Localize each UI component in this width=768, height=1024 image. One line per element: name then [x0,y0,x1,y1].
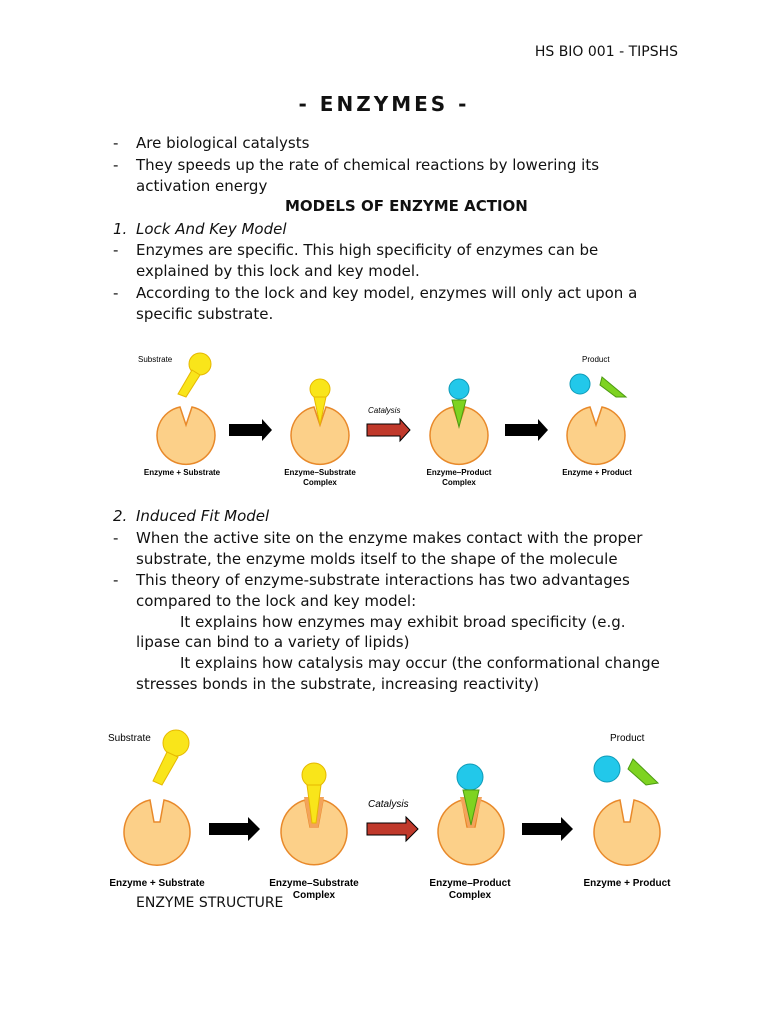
diagram-caption: Complex [442,478,476,487]
catalysis-label: Catalysis [368,799,409,810]
intro-item: Are biological catalysts [136,134,310,152]
advantage-line: It explains how catalysis may occur (the… [180,654,660,672]
diagram-caption: Enzyme + Product [584,878,672,889]
catalysis-arrow [366,815,419,843]
substrate-shape [306,784,322,824]
product-label: Product [610,733,645,744]
bullet-dash: - [113,571,119,589]
product-wedge [599,376,628,398]
model-bullet: When the active site on the enzyme makes… [136,529,643,568]
model-title: Induced Fit Model [136,507,270,525]
reaction-arrow [209,817,260,841]
substrate-shape [313,396,327,426]
page-title: - ENZYMES - [298,92,470,116]
enzyme-shape [437,799,505,866]
model-bullet: Enzymes are specific. This high specific… [136,241,599,280]
bullet-dash: - [113,241,119,259]
enzyme-shape [280,799,348,866]
model-bullet: According to the lock and key model, enz… [136,284,638,323]
enzyme-shape [290,406,350,466]
catalysis-arrow [366,417,411,443]
enzyme-shape [566,406,626,466]
product-circle [448,378,470,400]
intro-item: They speeds up the rate of chemical reac… [136,156,600,195]
diagram-caption: Enzyme + Substrate [109,878,205,889]
substrate-shape [309,378,331,400]
product-label: Product [582,355,610,364]
lock-and-key-diagram: Substrate Catalysis Product Enzyme + Sub… [138,352,632,487]
diagram-caption: Enzyme–Substrate [269,878,359,889]
product-circle [456,763,484,791]
substrate-shape [301,762,327,788]
diagram-caption: Complex [293,890,336,901]
product-wedge [451,399,467,429]
diagram-caption: Enzyme–Product [429,878,511,889]
diagram-caption: Complex [449,890,492,901]
document-header: HS BIO 001 - TIPSHS [534,44,678,60]
advantage-line: stresses bonds in the substrate, increas… [136,675,540,693]
product-circle [569,373,591,395]
enzyme-shape [123,799,191,866]
model-title: Lock And Key Model [136,220,287,238]
bullet-dash: - [113,284,119,302]
model-number: 1. [113,220,128,238]
reaction-arrow [505,419,548,441]
reaction-arrow [229,419,272,441]
diagram-caption: Enzyme + Substrate [144,468,221,477]
diagram-caption: Enzyme–Substrate [284,468,356,477]
enzyme-shape [156,406,216,466]
section-heading: MODELS OF ENZYME ACTION [285,197,528,215]
product-circle [593,755,621,783]
advantage-line: lipase can bind to a variety of lipids) [136,633,410,651]
figure-caption: ENZYME STRUCTURE [136,895,284,911]
diagram-caption: Enzyme–Product [427,468,492,477]
model-number: 2. [113,507,128,525]
induced-fit-diagram: Substrate Catalysis Product Enzyme + Sub… [108,729,672,901]
bullet-dash: - [113,134,119,152]
product-wedge [462,789,480,826]
advantage-line: It explains how enzymes may exhibit broa… [180,613,626,631]
diagram-caption: Complex [303,478,337,487]
catalysis-label: Catalysis [368,406,400,415]
substrate-label: Substrate [108,733,151,744]
enzyme-shape [429,406,489,466]
bullet-dash: - [113,156,119,174]
bullet-dash: - [113,529,119,547]
substrate-shape [177,352,212,398]
model-bullet: This theory of enzyme-substrate interact… [136,571,630,610]
diagram-caption: Enzyme + Product [562,468,632,477]
reaction-arrow [522,817,573,841]
substrate-shape [152,729,190,786]
enzyme-shape [593,799,661,866]
product-wedge [627,758,660,786]
substrate-label: Substrate [138,355,173,364]
